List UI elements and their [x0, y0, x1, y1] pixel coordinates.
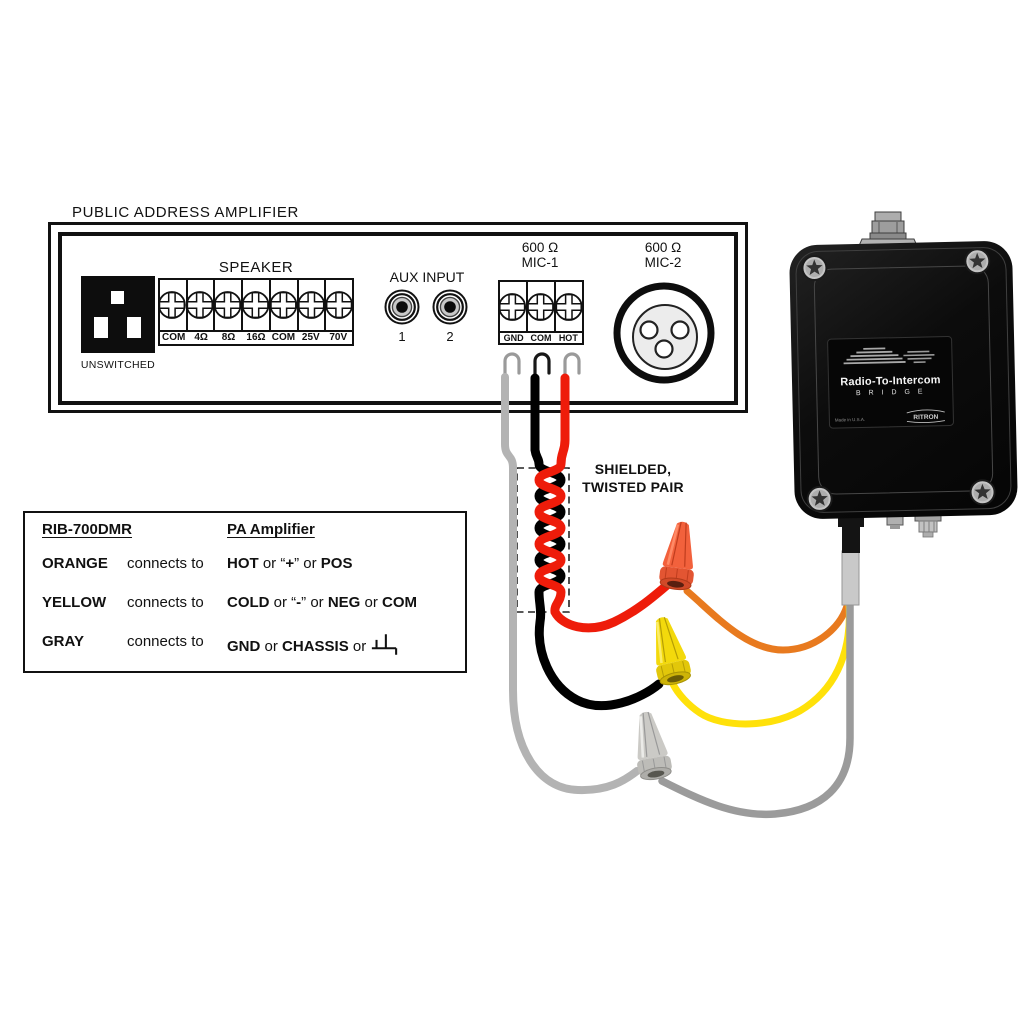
gray-wire-nut [637, 711, 672, 781]
bridge-made-in-text: Made in U.S.A. [834, 416, 866, 423]
aux-jack1-number: 1 [398, 329, 406, 344]
black-cold-wire [530, 373, 664, 711]
bridge-subname-text: B R I D G E [855, 388, 926, 398]
mic1-screws [498, 293, 583, 321]
mic1-terminal-labels: GND COM HOT [500, 333, 582, 344]
bridge-brand-text: RITRON [913, 414, 938, 422]
hot-wire-hook [563, 352, 581, 386]
red-hot-wire [534, 373, 671, 633]
aux-jack2-number: 2 [446, 329, 454, 344]
legend-connects-text: connects to [127, 555, 204, 572]
amp-panel-outer-border [48, 222, 748, 413]
yellow-bridge-wire [669, 600, 853, 728]
bridge-label-plate: Radio-To-Intercom B R I D G E Made in U.… [827, 335, 955, 429]
speaker-section-label: SPEAKER [218, 259, 294, 276]
legend-connects-text: connects to [127, 633, 204, 650]
shielded-pair-note: SHIELDED, TWISTED PAIR [576, 460, 690, 496]
strain-relief [838, 514, 864, 553]
outlet-slot-right [127, 317, 141, 338]
shielded-note-line2: TWISTED PAIR [582, 479, 684, 495]
legend-wire-name: GRAY [42, 633, 84, 650]
speaker-screws [157, 291, 354, 319]
amp-panel-inner-border [58, 232, 738, 405]
bridge-bottom-connectors [886, 513, 942, 538]
xlr-connector-icon [613, 282, 715, 384]
bnc-connector-icon [857, 211, 919, 249]
shielded-note-line1: SHIELDED, [594, 461, 672, 477]
mic1-name: MIC-1 [521, 255, 559, 270]
legend-wire-name: YELLOW [42, 594, 107, 611]
legend-connects-text: connects to [127, 594, 204, 611]
terminal-label: 4Ω [194, 332, 208, 343]
legend-col1-header: RIB-700DMR [42, 521, 133, 538]
terminal-label: 16Ω [246, 332, 266, 343]
gnd-wire-hook [503, 352, 521, 386]
mic2-name: MIC-2 [644, 255, 682, 270]
mic1-impedance: 600 Ω [521, 240, 559, 255]
legend-col2-header: PA Amplifier [227, 521, 315, 538]
gray-shield-wire [501, 373, 641, 795]
aux-rca-jacks [384, 289, 468, 325]
terminal-label: COM [271, 332, 296, 343]
mic2-impedance: 600 Ω [644, 240, 682, 255]
terminal-label: 8Ω [221, 332, 236, 343]
terminal-label: 25V [301, 332, 320, 343]
mic2-caption: 600 Ω MIC-2 [613, 240, 713, 270]
bridge-brand-logo: RITRON [906, 409, 946, 423]
chassis-ground-icon [372, 634, 398, 655]
com-wire-hook [533, 352, 551, 386]
terminal-label: HOT [558, 333, 578, 343]
outlet-slot-left [94, 317, 108, 338]
outlet-ground-slot [111, 291, 124, 304]
mic1-caption: 600 Ω MIC-1 [490, 240, 590, 270]
terminal-label: 70V [329, 332, 348, 343]
legend-wire-name: ORANGE [42, 555, 108, 572]
terminal-label: COM [530, 333, 552, 343]
orange-bridge-wire [683, 587, 851, 654]
aux-input-label: AUX INPUT [389, 269, 465, 285]
rca-jack-2-icon [432, 289, 468, 325]
bridge-device: Radio-To-Intercom B R I D G E Made in U.… [788, 240, 1019, 520]
legend-target-text: HOT or “+” or POS [227, 555, 353, 572]
terminal-label: COM [162, 332, 186, 343]
bridge-name-text: Radio-To-Intercom [840, 374, 941, 389]
orange-wire-nut [659, 521, 694, 591]
bridge-wave-logo-icon [843, 347, 934, 365]
legend-target-text: COLD or “-” or NEG or COM [227, 594, 418, 611]
rca-jack-1-icon [384, 289, 420, 325]
outlet-label: UNSWITCHED [80, 359, 156, 371]
amp-title: PUBLIC ADDRESS AMPLIFIER [72, 204, 299, 221]
cable-jacket [841, 550, 860, 606]
connection-legend-table: RIB-700DMR PA Amplifier ORANGE connects … [23, 511, 467, 673]
gray-bridge-cable [658, 594, 854, 819]
yellow-wire-nut [655, 617, 691, 686]
unswitched-outlet [81, 276, 155, 353]
terminal-label: GND [503, 333, 524, 343]
legend-target-text: GND or CHASSIS or [227, 632, 398, 657]
speaker-terminal-labels: COM 4Ω 8Ω 16Ω COM 25V 70V [160, 332, 352, 344]
